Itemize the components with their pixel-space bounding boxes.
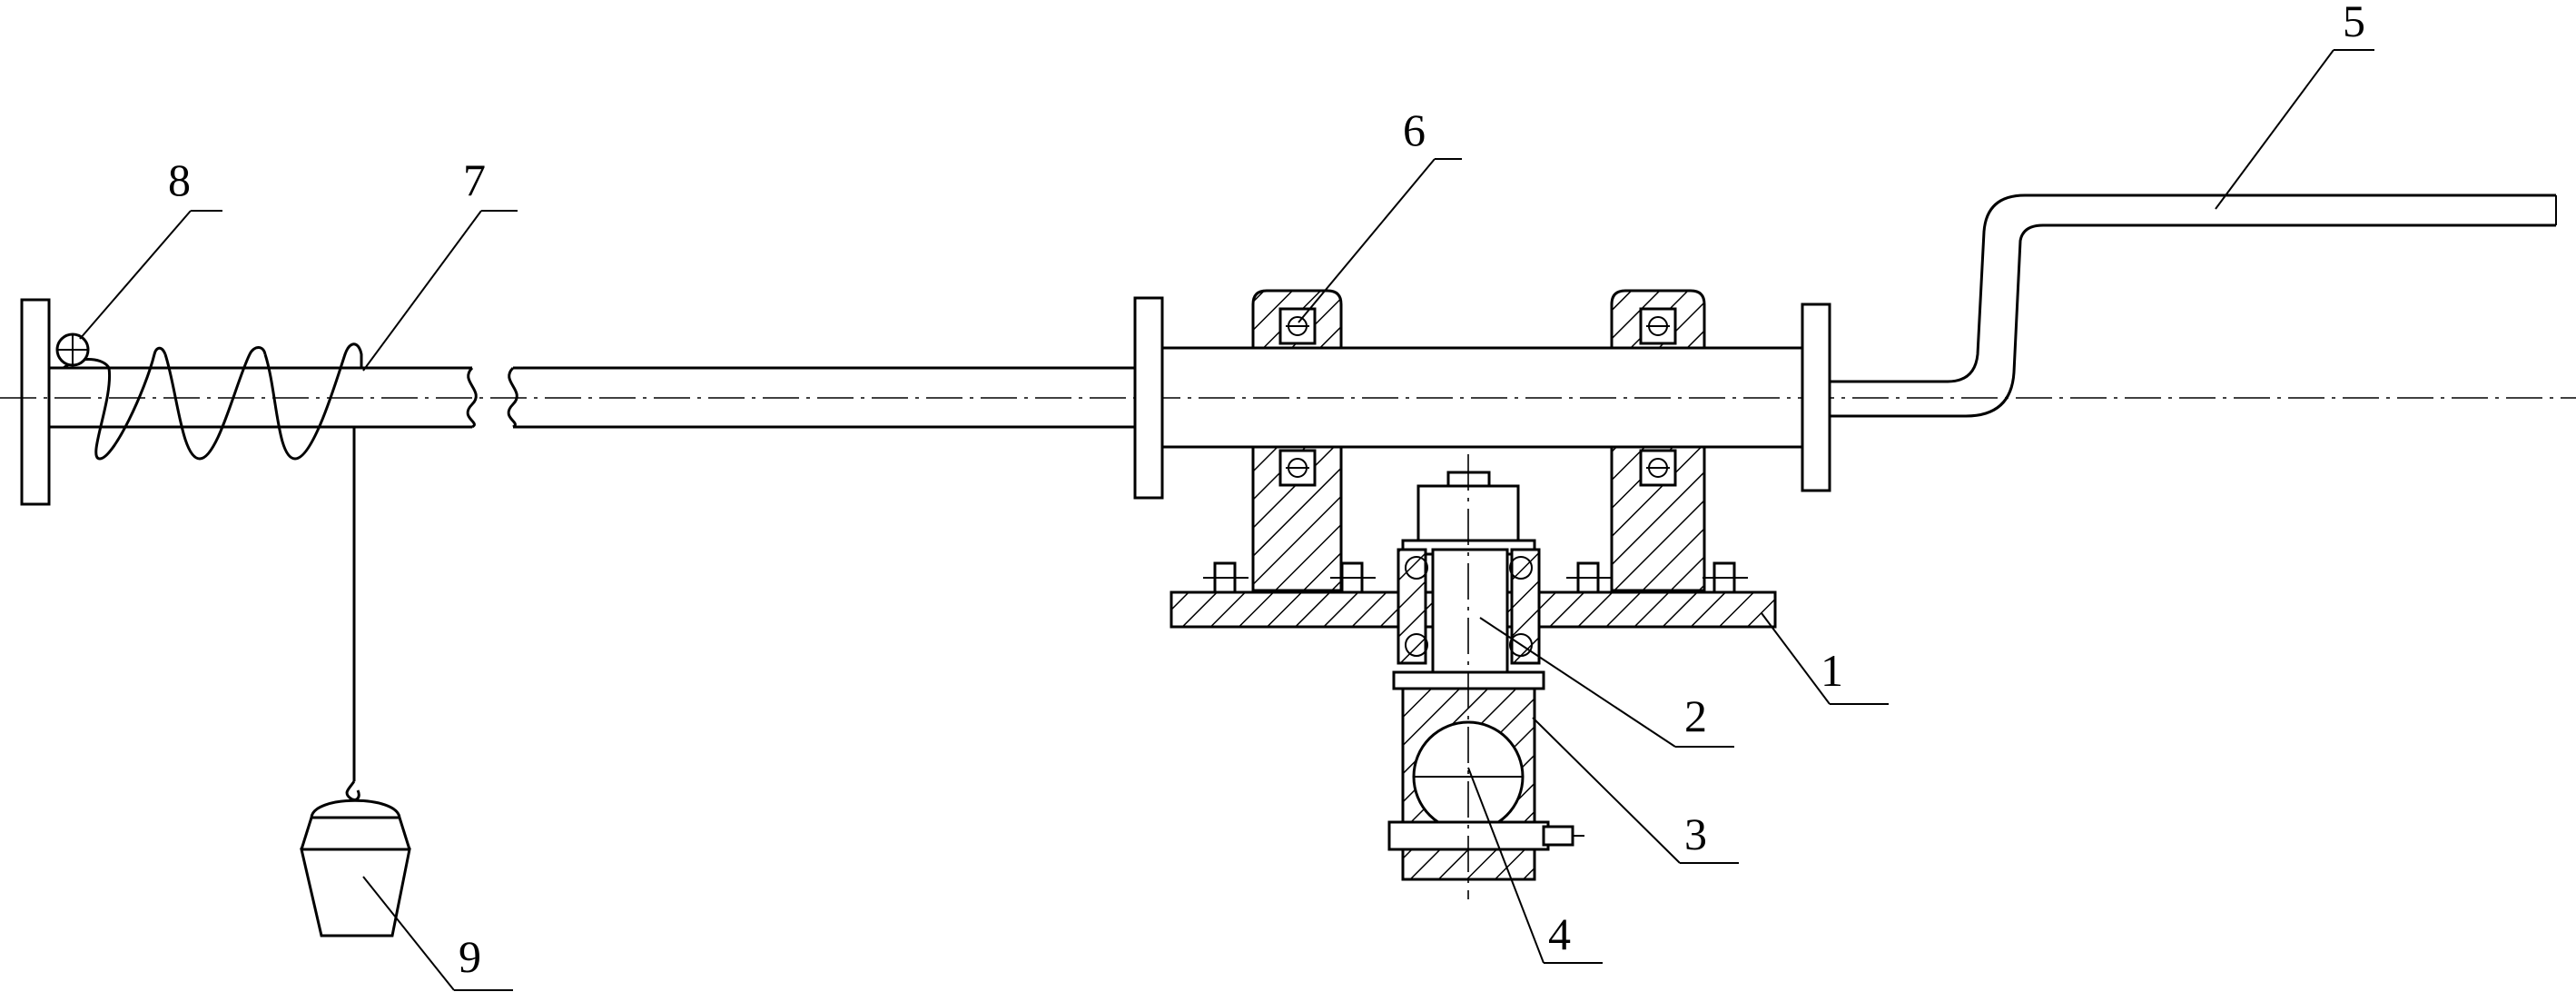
label-part-4: 4 [1548,908,1571,959]
shaft-right-section [507,366,1135,429]
fixing-screw [55,332,90,367]
label-part-9: 9 [459,931,481,982]
inner-flange [1133,296,1164,500]
label-part-7: 7 [463,154,486,205]
label-part-1: 1 [1821,645,1843,696]
clamp-body [1387,687,1584,881]
shaft-left-section [49,366,478,429]
label-part-6: 6 [1403,104,1426,155]
bearing-block-left [1251,289,1343,592]
hanging-weight [300,427,411,937]
bearing-block-right [1610,289,1706,592]
label-part-2: 2 [1684,690,1707,741]
outer-flange [1801,303,1831,492]
leader-lines [79,49,2374,991]
crank-handle [1830,193,2557,418]
left-end-flange [20,298,51,506]
spring-coil [63,342,363,461]
label-part-8: 8 [168,154,191,205]
label-part-5: 5 [2343,0,2365,46]
label-part-3: 3 [1684,808,1707,859]
